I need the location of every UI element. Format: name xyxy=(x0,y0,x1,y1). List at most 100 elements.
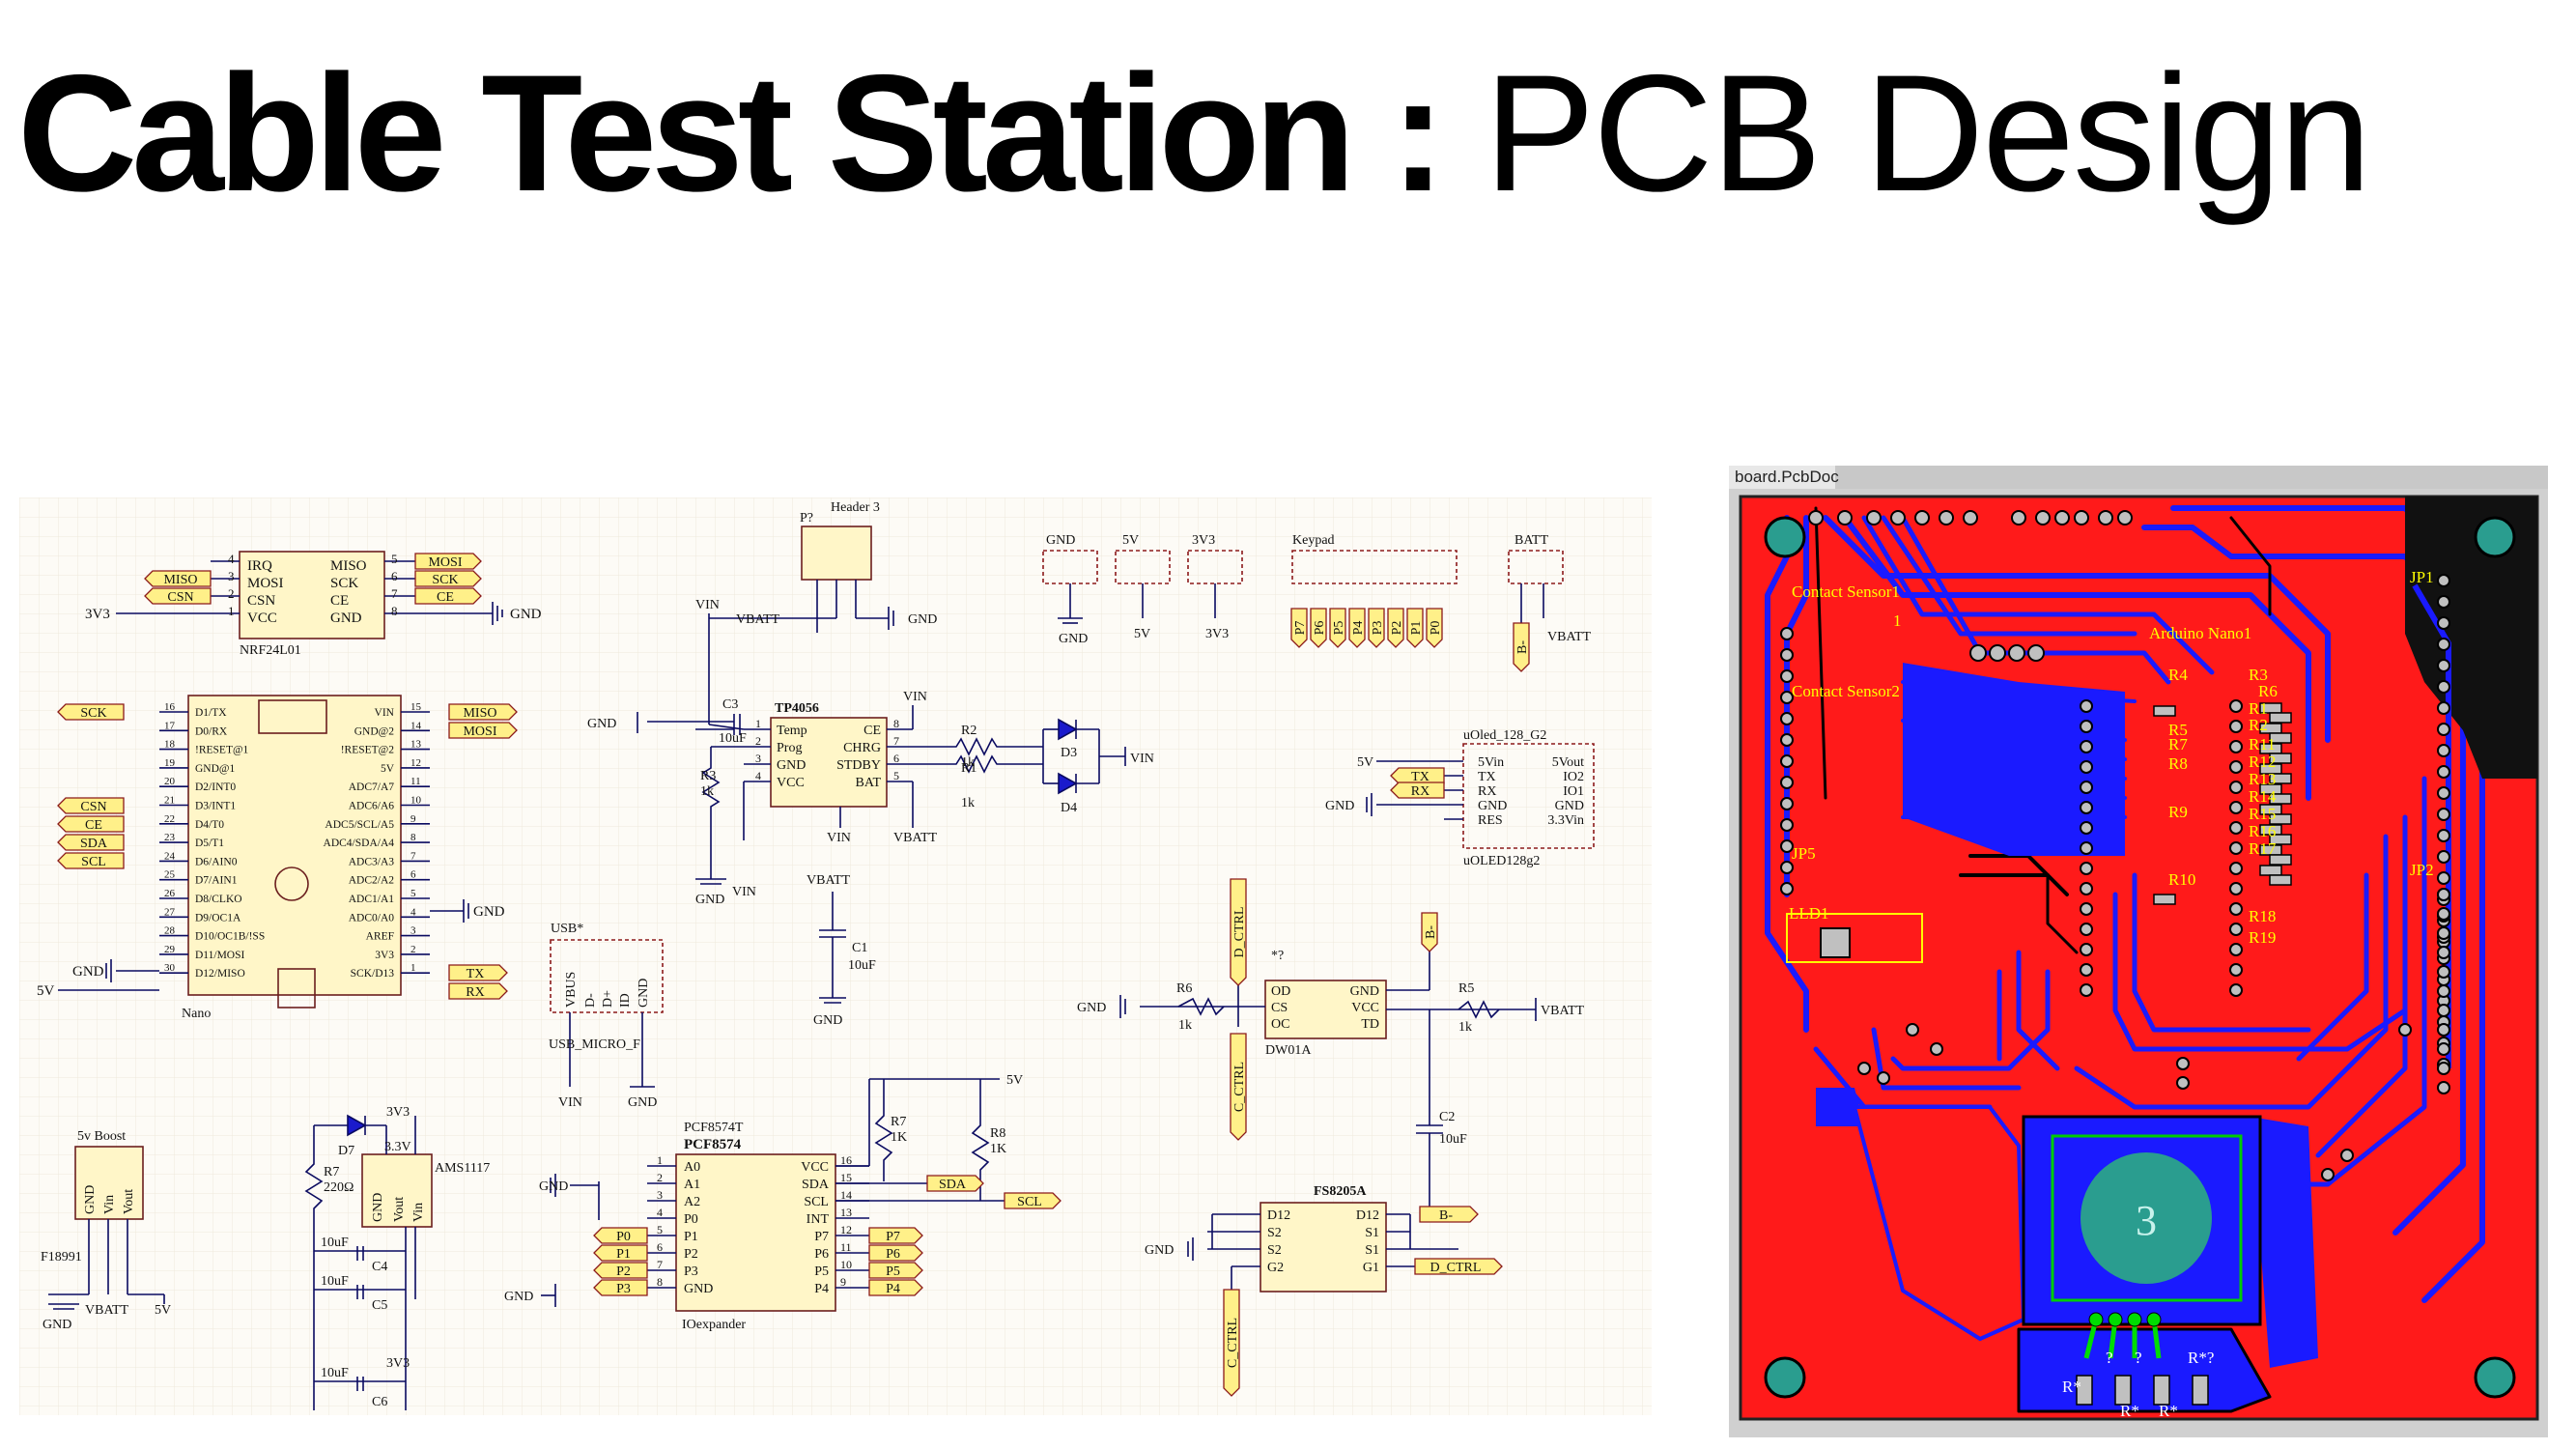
pcb-pad xyxy=(2117,510,2133,526)
usb-pin: VBUS xyxy=(564,972,579,1008)
oled-pin-left: GND xyxy=(1478,799,1507,813)
pcb-silk-label: R13 xyxy=(2249,770,2276,788)
c6-ref: C6 xyxy=(372,1395,387,1409)
nano-ref: Nano xyxy=(182,1007,211,1021)
pcf-pin-right: SDA xyxy=(802,1178,830,1192)
pcb-pad xyxy=(2437,616,2450,630)
pcb-pad xyxy=(1808,510,1824,526)
net-label: P7 xyxy=(868,1227,923,1244)
pcf-pin-right: P6 xyxy=(814,1247,829,1262)
nano-pin-left: D12/MISO xyxy=(195,968,245,980)
net-label: P2 xyxy=(593,1262,648,1279)
pcb-pad xyxy=(2437,1023,2450,1037)
tp4056-pin-left: Prog xyxy=(777,741,802,755)
pcf-pin-num: 7 xyxy=(657,1258,663,1271)
net-label: CE xyxy=(57,815,125,833)
pcb-pad xyxy=(1877,1071,1890,1085)
pcb-silk-label: R17 xyxy=(2249,839,2277,858)
oled-5v: 5V xyxy=(1357,755,1373,770)
net-label-shape xyxy=(593,1262,648,1279)
pcb-silk-label: R12 xyxy=(2249,753,2276,771)
nano-pin-right: VIN xyxy=(375,707,395,719)
conn-5v-bottom: 5V xyxy=(1134,627,1150,641)
pcb-pad xyxy=(2437,1004,2450,1017)
nrf24l01-module xyxy=(116,551,503,639)
pcb-resistor xyxy=(2153,1375,2170,1406)
usb-name: USB_MICRO_F xyxy=(549,1037,640,1052)
oled-pin-right: 3.3Vin xyxy=(1547,813,1584,828)
net-label: CE xyxy=(414,587,482,605)
net-label: TX xyxy=(1390,767,1445,784)
oled-pin-right: IO2 xyxy=(1563,770,1584,784)
net-label-shape xyxy=(414,553,482,570)
pcf-pin-num: 1 xyxy=(657,1153,663,1167)
net-label: TX xyxy=(448,964,508,981)
net-label-shape xyxy=(57,797,125,814)
header3-name: Header 3 xyxy=(831,500,880,515)
r7-val: 1K xyxy=(891,1130,907,1145)
nano-pin-right: ADC2/A2 xyxy=(349,875,395,887)
net-label: SCK xyxy=(414,570,482,587)
pcb-trace xyxy=(1842,515,2311,801)
r3-val: 1k xyxy=(700,784,714,799)
net-label-text: MOSI xyxy=(463,724,496,739)
net-label: P4 xyxy=(1348,608,1366,648)
pcb-document-tab[interactable]: board.PcbDoc xyxy=(1729,466,1839,489)
nrf-pin-num: 6 xyxy=(391,569,398,583)
pcb-pad xyxy=(2229,882,2243,895)
nano-pin-num: 23 xyxy=(164,832,176,843)
net-label-shape xyxy=(144,570,212,587)
nano-pin-num: 26 xyxy=(164,888,176,899)
nrf-pin-num: 1 xyxy=(228,604,235,618)
tp-vin-bottom: VIN xyxy=(732,885,756,899)
net-label-shape xyxy=(1390,781,1445,799)
nrf-pin-right: SCK xyxy=(330,576,358,591)
pcb-fill xyxy=(2250,1117,2318,1368)
pcb-pad xyxy=(2437,871,2450,885)
nano-pin-left: D8/CLKO xyxy=(195,894,242,905)
pcf-pin-left: A1 xyxy=(684,1178,700,1192)
net-label: MISO xyxy=(144,570,212,587)
net-label: D_CTRL xyxy=(1414,1258,1503,1275)
pcb-trace xyxy=(2046,873,2079,954)
net-label-shape xyxy=(1419,1206,1479,1223)
pcf-pin-right: P5 xyxy=(814,1264,829,1279)
nano-5v-label: 5V xyxy=(37,983,55,999)
net-label: P6 xyxy=(1310,608,1327,648)
tp4056-pin-right: STDBY xyxy=(836,758,881,773)
pcf-pin-num: 9 xyxy=(840,1275,846,1289)
pcb-pad xyxy=(1780,627,1794,640)
tp4056-pin-num: 6 xyxy=(893,752,899,765)
header3-ref: P? xyxy=(800,511,813,526)
net-label-shape xyxy=(1368,608,1385,648)
nano-pin-right: 5V xyxy=(381,763,395,775)
pcb-pad xyxy=(2035,510,2051,526)
tp-vin-out: VIN xyxy=(1130,752,1154,766)
net-label-text: P4 xyxy=(1351,621,1366,636)
d7-ref: D7 xyxy=(338,1144,354,1158)
pcb-silk-label: R4 xyxy=(2168,666,2188,684)
net-label-text: SCK xyxy=(432,573,458,587)
keypad-label: Keypad xyxy=(1292,533,1335,548)
dw-gnd: GND xyxy=(1077,1001,1106,1015)
net-label-shape xyxy=(868,1262,923,1279)
pcb-pad xyxy=(1780,818,1794,832)
pcb-pad xyxy=(1780,839,1794,853)
tp4056-pin-num: 5 xyxy=(893,769,899,782)
pcb-pad xyxy=(2229,720,2243,733)
pcb-pad xyxy=(2080,943,2093,956)
nano-pin-num: 29 xyxy=(164,944,176,955)
net-label-shape xyxy=(1387,608,1404,648)
oled-pin-left: TX xyxy=(1478,770,1496,784)
nrf-pin-left: MOSI xyxy=(247,576,284,591)
pcb-pad xyxy=(1837,510,1853,526)
pcb-silk-label: R11 xyxy=(2249,735,2276,753)
pcf-pin-num: 14 xyxy=(840,1188,852,1202)
nano-pin-num: 3 xyxy=(410,925,416,937)
net-label-shape xyxy=(448,703,518,721)
usb-pin: ID xyxy=(618,993,633,1008)
pcb-pad xyxy=(2437,765,2450,779)
pcb-pad xyxy=(2437,723,2450,736)
pcb-pad xyxy=(1780,754,1794,768)
